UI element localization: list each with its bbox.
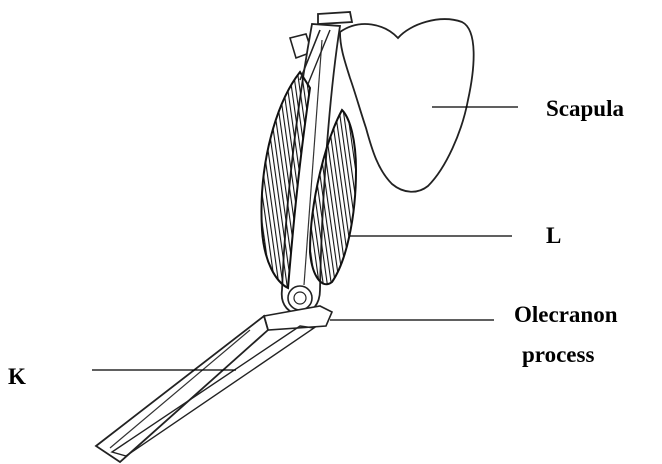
olecranon-label-line1: Olecranon — [514, 302, 618, 328]
scapula-label: Scapula — [546, 96, 624, 122]
k-label: K — [8, 364, 26, 390]
olecranon-label-line2: process — [522, 342, 594, 368]
l-label: L — [546, 223, 561, 249]
olecranon-process-shape — [264, 306, 332, 330]
forearm-bones-k — [96, 316, 314, 462]
